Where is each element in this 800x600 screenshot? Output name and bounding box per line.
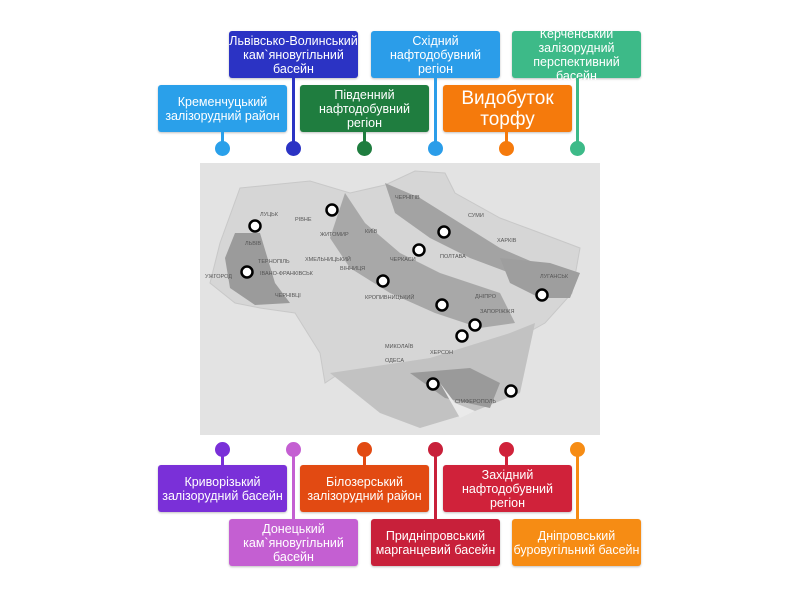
label-east-oil[interactable]: Східний нафтодобувний регіон [371,31,500,78]
connector-line [291,78,295,148]
label-lviv-volyn[interactable]: Львівсько-Волинський кам`яновугільний ба… [229,31,358,78]
connector-line [433,78,437,148]
city-label: ЧЕРНІВЦІ [275,293,301,299]
map-marker [240,265,254,279]
map-markers [240,203,549,398]
drop-target-dot[interactable] [498,441,514,457]
drop-target-dot[interactable] [569,441,585,457]
label-kerch[interactable]: Керченський залізорудний перспективний б… [512,27,641,83]
city-label: ОДЕСА [385,358,404,364]
drop-target-dot[interactable] [569,140,585,156]
connector-line [575,449,579,519]
label-peat[interactable]: Видобуток торфу [443,85,572,132]
drop-target-dot[interactable] [285,441,301,457]
label-donetsk[interactable]: Донецький кам`яновугільний басейн [229,519,358,566]
city-label: ХЕРСОН [430,350,453,356]
drop-target-dot[interactable] [356,441,372,457]
drop-target-dot[interactable] [427,140,443,156]
connector-line [504,132,508,148]
city-label: КРОПИВНИЦЬКИЙ [365,293,414,301]
drop-target-dot[interactable] [498,140,514,156]
city-label: СІМФЕРОПОЛЬ [455,399,496,405]
city-label: ЛУГАНСЬК [540,274,569,280]
map-marker [437,225,451,239]
map-marker [325,203,339,217]
map-marker [435,298,449,312]
city-label: КИЇВ [365,228,378,235]
city-label: СУМИ [468,213,484,219]
drop-target-dot[interactable] [214,140,230,156]
map-marker [504,384,518,398]
city-label: ЛЬВІВ [245,241,261,247]
map-marker [376,274,390,288]
city-label: ЖИТОМИР [320,232,349,238]
city-label: ІВАНО-ФРАНКІВСЬК [260,271,314,277]
connector-line [504,449,508,465]
ukraine-map: ЛУЦЬК РІВНЕ ЛЬВІВ ТЕРНОПІЛЬ УЖГОРОД ІВАН… [200,163,600,435]
map-marker [535,288,549,302]
city-label: ЗАПОРІЖЖЯ [480,309,515,315]
label-south-oil[interactable]: Південний нафтодобувний регіон [300,85,429,132]
city-label: ХМЕЛЬНИЦЬКИЙ [305,255,351,263]
connector-line [575,78,579,148]
map-marker [468,318,482,332]
label-dnipro-manganese[interactable]: Придніпровський марганцевий басейн [371,519,500,566]
map-marker [412,243,426,257]
connector-line [362,132,366,148]
label-kryvyi-rih[interactable]: Криворізький залізорудний басейн [158,465,287,512]
connector-line [220,449,224,465]
city-label: УЖГОРОД [205,274,232,280]
connector-line [362,449,366,465]
city-label: МИКОЛАЇВ [385,343,414,350]
drop-target-dot[interactable] [285,140,301,156]
drop-target-dot[interactable] [356,140,372,156]
city-label: РІВНЕ [295,217,312,223]
city-label: ЧЕРКАСИ [390,257,416,263]
connector-line [220,132,224,148]
label-bilozerka[interactable]: Білозерський залізорудний район [300,465,429,512]
label-dnipro-lignite[interactable]: Дніпровський буровугільний басейн [512,519,641,566]
label-west-oil[interactable]: Західний нафтодобувний регіон [443,465,572,512]
drop-target-dot[interactable] [427,441,443,457]
city-label: ЛУЦЬК [260,212,279,218]
map-marker [248,219,262,233]
connector-line [433,449,437,519]
city-label: ВІННИЦЯ [340,266,365,272]
map-marker [426,377,440,391]
label-kremenchuk[interactable]: Кременчуцький залізорудний район [158,85,287,132]
city-label: ПОЛТАВА [440,254,466,260]
connector-line [291,449,295,519]
city-label: ДНІПРО [475,294,497,300]
map-marker [455,329,469,343]
map-city-labels: ЛУЦЬК РІВНЕ ЛЬВІВ ТЕРНОПІЛЬ УЖГОРОД ІВАН… [205,195,569,405]
city-label: ТЕРНОПІЛЬ [258,259,290,265]
city-label: ЧЕРНІГІВ [395,195,420,201]
city-label: ХАРКІВ [497,238,517,244]
drop-target-dot[interactable] [214,441,230,457]
